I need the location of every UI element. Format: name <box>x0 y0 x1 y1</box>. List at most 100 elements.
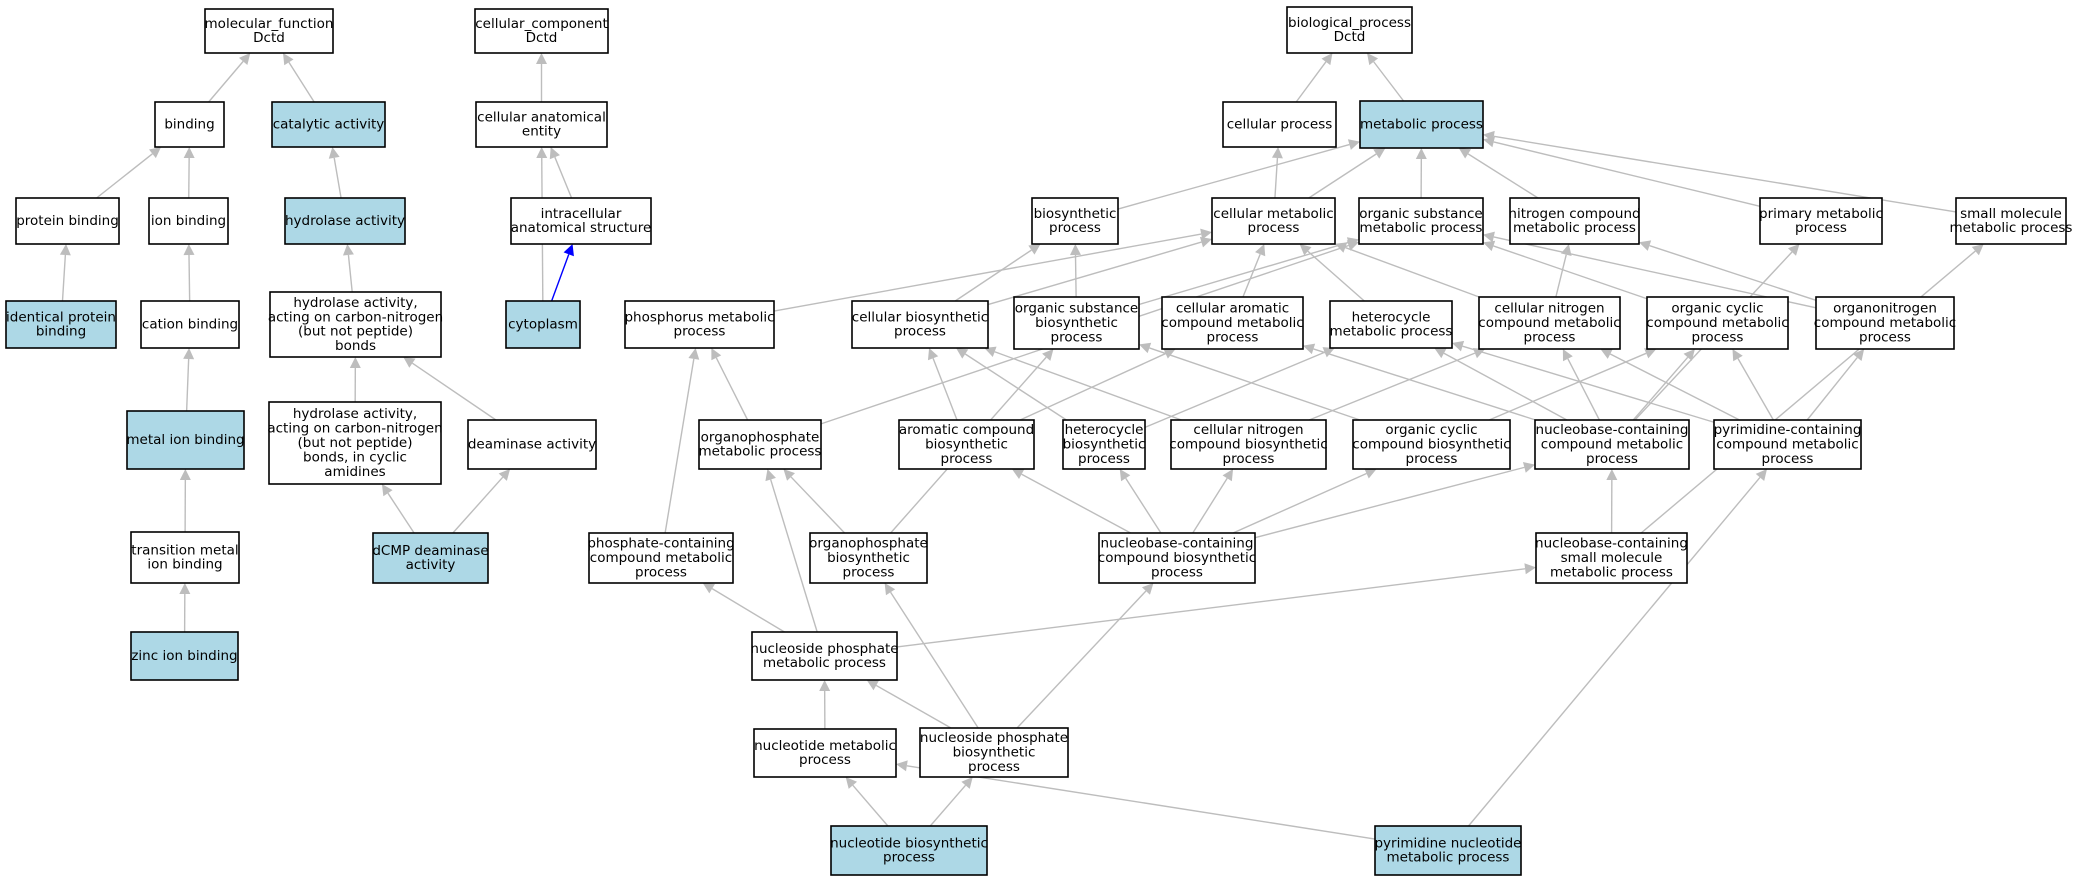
edge-nucmet-to-nspm <box>819 680 831 730</box>
edge-line <box>1493 236 1817 309</box>
node-label-line: cellular metabolic <box>1213 206 1333 222</box>
edge-line <box>188 254 191 302</box>
node-label-line: process <box>1692 329 1744 345</box>
node-label-line: nucleotide metabolic <box>754 738 896 754</box>
go-term-node-hydrolase[interactable]: hydrolase activity <box>284 197 406 245</box>
edge-arrowhead <box>1562 349 1573 362</box>
node-label-line: process <box>1248 220 1300 236</box>
node-label-line: heterocycle <box>1065 422 1144 438</box>
go-term-node-cytoplasm[interactable]: cytoplasm <box>505 300 581 349</box>
go-term-node-zinc[interactable]: zinc ion binding <box>130 631 239 681</box>
edge-hetmet-to-cellmet <box>1299 244 1365 302</box>
node-label-line: organophosphate <box>809 536 928 552</box>
node-box <box>1352 419 1511 470</box>
edge-line <box>1254 466 1525 539</box>
node-label-line: biosynthetic <box>827 550 910 566</box>
node-box <box>510 197 652 245</box>
node-label-line: compound metabolic <box>1541 437 1683 453</box>
go-term-node-metproc[interactable]: metabolic process <box>1359 100 1484 149</box>
node-label-line: binding <box>36 324 86 340</box>
go-term-node-hacn[interactable]: hydrolase activity,acting on carbon-nitr… <box>268 291 443 358</box>
node-label-line: organic substance <box>1359 206 1482 222</box>
edge-cncbp-to-cncmp <box>1308 348 1486 421</box>
edge-arrowhead <box>179 469 191 481</box>
node-label-line: ion binding <box>151 213 226 229</box>
go-term-node-hacnc[interactable]: hydrolase activity,acting on carbon-nitr… <box>267 401 443 485</box>
go-term-node-binding[interactable]: binding <box>154 101 225 148</box>
node-box <box>5 300 117 349</box>
go-term-node-protbind[interactable]: protein binding <box>15 197 120 245</box>
go-term-node-cation[interactable]: cation binding <box>140 300 240 349</box>
node-box <box>1211 197 1336 245</box>
go-term-node-deaminase[interactable]: deaminase activity <box>467 419 597 470</box>
edge-line <box>1274 157 1279 199</box>
node-box <box>467 419 597 470</box>
go-term-node-metalion[interactable]: metal ion binding <box>126 410 245 470</box>
node-label-line: phosphorus metabolic <box>624 309 774 325</box>
edge-line <box>1467 476 1761 827</box>
node-label-line: organophosphate <box>701 429 820 445</box>
edges-layer <box>59 53 1984 840</box>
node-label-line: small molecule <box>1561 550 1663 566</box>
edge-nbcbp-to-occbp <box>1232 468 1377 534</box>
edge-arrowhead <box>1346 240 1359 251</box>
node-label-line: pyrimidine-containing <box>1714 422 1862 438</box>
go-term-node-cellproc[interactable]: cellular process <box>1222 101 1337 148</box>
edge-line <box>790 476 846 534</box>
edge-line <box>1806 357 1858 421</box>
edge-arrowhead <box>1139 342 1152 354</box>
edge-identprot-to-protbind <box>59 244 71 302</box>
node-label-line: process <box>1586 451 1638 467</box>
node-box <box>1329 300 1453 349</box>
edge-arrowhead <box>1458 148 1471 159</box>
node-label-line: small molecule <box>1960 206 2062 222</box>
node-label-line: biosynthetic <box>953 745 1036 761</box>
edge-pcmp-to-occmp <box>1732 349 1774 421</box>
edge-line <box>929 784 967 827</box>
go-term-node-catalytic[interactable]: catalytic activity <box>271 101 386 148</box>
node-label-line: Dctd <box>526 30 558 46</box>
node-box <box>140 300 240 349</box>
edge-nspb-to-nspm <box>866 680 952 729</box>
go-term-node-ionbind[interactable]: ion binding <box>148 197 229 245</box>
